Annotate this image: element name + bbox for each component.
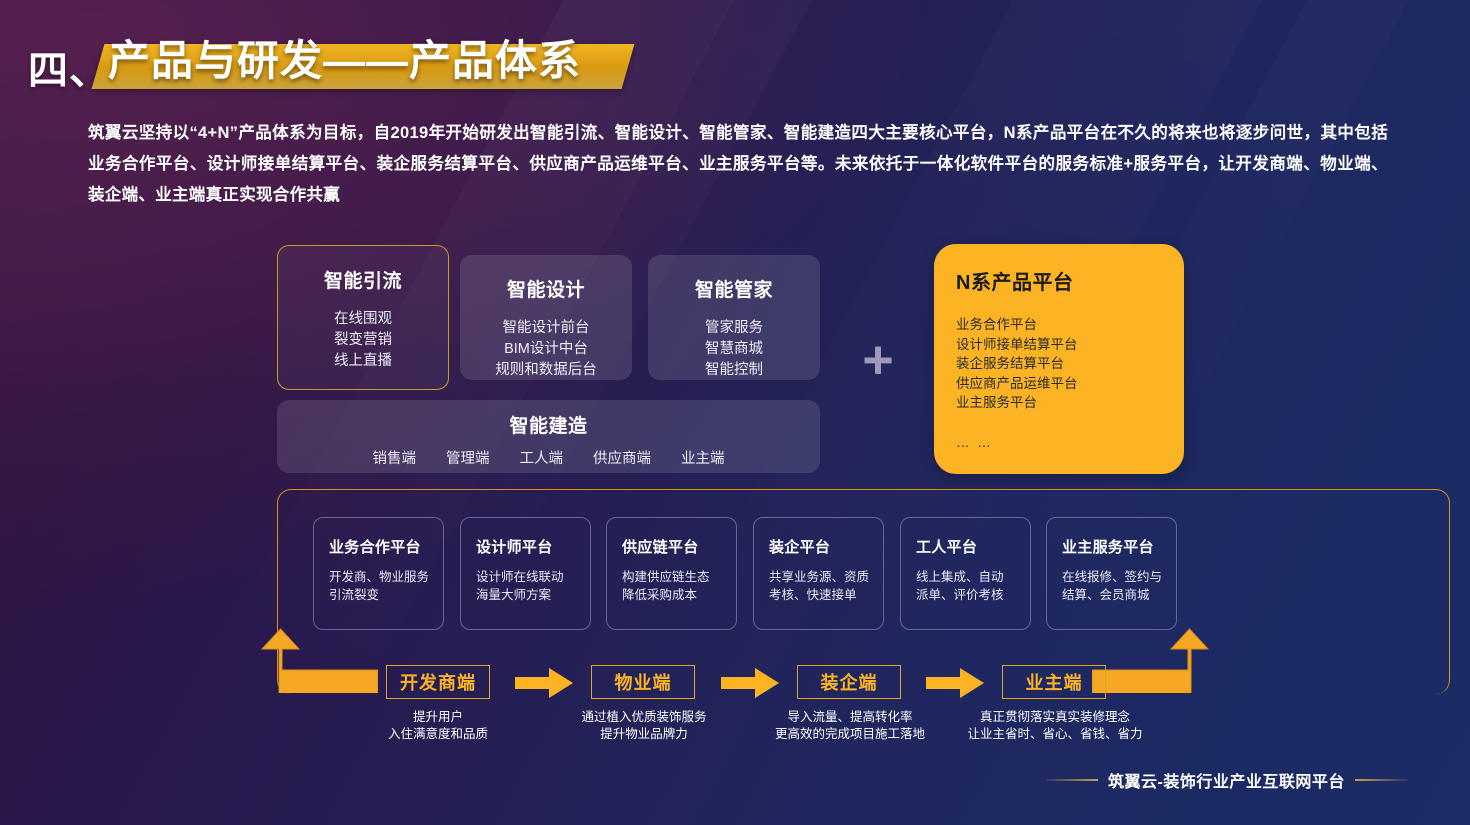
core-card-title: 智能引流 [323, 271, 402, 292]
flow-caption-owner: 真正贯彻落实真实装修理念 让业主省时、省心、省钱、省力 [967, 710, 1143, 741]
construction-tag: 工人端 [519, 451, 564, 467]
flow-caption-property: 通过植入优质装饰服务 提升物业品牌力 [581, 710, 707, 741]
flow-box-owner: 业主端 [1002, 665, 1106, 699]
platform-card-body: 构建供应链生态 降低采购成本 [622, 570, 710, 602]
flow-caption-developer: 提升用户 入住满意度和品质 [387, 710, 488, 741]
platform-card-title: 装企平台 [769, 539, 831, 556]
construction-tag: 销售端 [372, 451, 417, 467]
platform-card-business-cooperation: 业务合作平台 开发商、物业服务 引流裂变 [313, 517, 444, 630]
platform-card-body: 共享业务源、资质 考核、快速接单 [769, 570, 870, 602]
platform-card-title: 设计师平台 [476, 539, 553, 556]
flow-box-developer: 开发商端 [386, 665, 490, 699]
flow-caption-decoration: 导入流量、提高转化率 更高效的完成项目施工落地 [774, 710, 925, 741]
platform-card-worker: 工人平台 线上集成、自动 派单、评价考核 [900, 517, 1031, 630]
platform-card-body: 线上集成、自动 派单、评价考核 [916, 570, 1004, 602]
footer-rule-right [1354, 779, 1407, 781]
platform-card-title: 供应链平台 [622, 539, 699, 556]
core-card-intelligent-design: 智能设计 智能设计前台 BIM设计中台 规则和数据后台 [460, 255, 632, 380]
n-series-ellipsis: … … [956, 434, 993, 450]
platform-card-body: 开发商、物业服务 引流裂变 [329, 570, 430, 602]
platform-card-title: 业主服务平台 [1062, 539, 1154, 556]
title-number: 四、 [28, 49, 110, 93]
page-title: 产品与研发——产品体系 [108, 37, 582, 84]
core-card-intelligent-construction: 智能建造 销售端 管理端 工人端 供应商端 业主端 [277, 400, 820, 473]
footer-rule-left [1046, 779, 1098, 781]
core-card-body: 智能设计前台 BIM设计中台 规则和数据后台 [495, 320, 597, 378]
platform-card-title: 业务合作平台 [329, 539, 421, 556]
core-card-intelligent-butler: 智能管家 管家服务 智慧商城 智能控制 [648, 255, 820, 380]
flow-box-property: 物业端 [591, 665, 695, 699]
platform-card-body: 在线报修、签约与 结算、会员商城 [1062, 570, 1163, 602]
n-series-title: N系产品平台 [956, 272, 1074, 294]
construction-tag: 供应商端 [593, 451, 651, 467]
core-card-title: 智能建造 [509, 416, 588, 437]
construction-tag-list: 销售端 管理端 工人端 供应商端 业主端 [277, 447, 820, 468]
platform-frame-outline [277, 489, 1450, 694]
core-card-body: 管家服务 智慧商城 智能控制 [705, 320, 763, 378]
platform-card-body: 设计师在线联动 海量大师方案 [476, 570, 564, 602]
footer: 筑翼云-装饰行业产业互联网平台 [1046, 768, 1454, 792]
n-series-card: N系产品平台 业务合作平台 设计师接单结算平台 装企服务结算平台 供应商产品运维… [934, 244, 1184, 474]
n-series-items: 业务合作平台 设计师接单结算平台 装企服务结算平台 供应商产品运维平台 业主服务… [956, 317, 1078, 410]
right-up-arrow-icon [1092, 628, 1210, 693]
flow-arrow-icon [721, 668, 779, 698]
flow-arrow-icon [926, 668, 984, 698]
flow-box-decoration: 装企端 [797, 665, 901, 699]
plus-icon: + [862, 330, 894, 390]
platform-card-supply-chain: 供应链平台 构建供应链生态 降低采购成本 [606, 517, 737, 630]
core-card-title: 智能设计 [506, 280, 585, 301]
construction-tag: 业主端 [681, 451, 725, 467]
platform-card-decoration-enterprise: 装企平台 共享业务源、资质 考核、快速接单 [753, 517, 884, 630]
platform-card-title: 工人平台 [916, 539, 978, 556]
platform-card-designer: 设计师平台 设计师在线联动 海量大师方案 [460, 517, 591, 630]
core-card-body: 在线围观 裂变营销 线上直播 [334, 311, 392, 369]
slide-title: 四、 [28, 38, 110, 94]
construction-tag: 管理端 [446, 451, 490, 467]
intro-paragraph: 筑翼云坚持以“4+N”产品体系为目标，自2019年开始研发出智能引流、智能设计、… [88, 124, 1388, 204]
core-card-intelligent-traffic: 智能引流 在线围观 裂变营销 线上直播 [277, 245, 449, 390]
left-up-arrow-icon [260, 628, 378, 693]
core-card-title: 智能管家 [694, 280, 773, 301]
platform-card-owner-service: 业主服务平台 在线报修、签约与 结算、会员商城 [1046, 517, 1177, 630]
flow-arrow-icon [515, 668, 573, 698]
footer-text: 筑翼云-装饰行业产业互联网平台 [1108, 774, 1345, 791]
